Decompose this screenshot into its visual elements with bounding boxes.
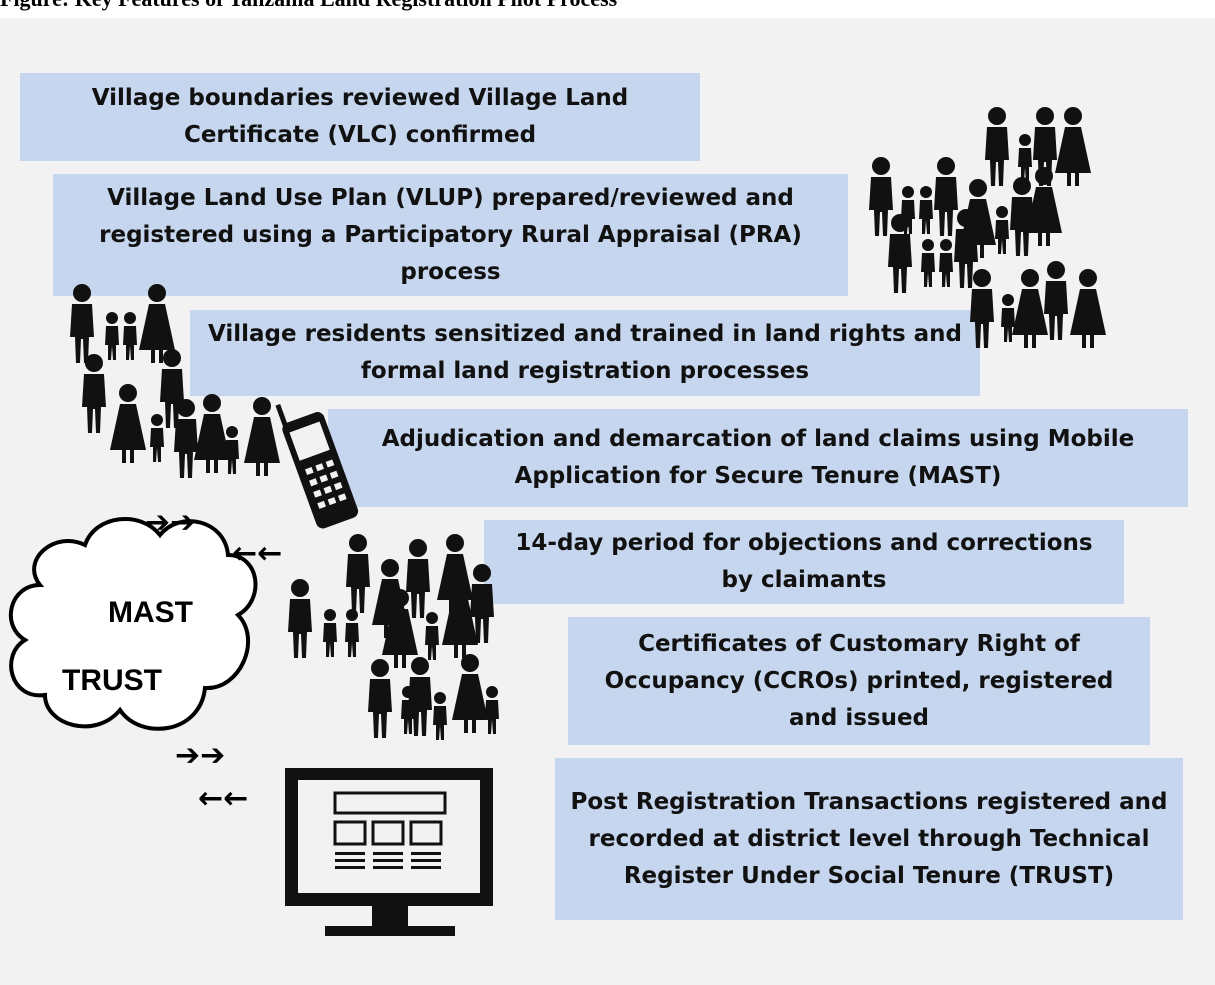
step-ccros-issued: Certificates of Customary Right of Occupa… (568, 617, 1150, 745)
step-line: Application for Secure Tenure (MAST) (514, 463, 1002, 489)
step-line: process (400, 258, 501, 285)
step-line: Certificate (VLC) confirmed (183, 122, 537, 148)
step-line: formal land registration processes (360, 358, 810, 384)
mobile-phone-icon (275, 403, 359, 529)
step-residents-trained: Village residents sensitized and trained… (190, 310, 980, 396)
arrow-icon: ←← (198, 781, 248, 816)
step-line: Register Under Social Tenure (TRUST) (623, 862, 1115, 889)
step-village-land-use-plan: Village Land Use Plan (VLUP) prepared/re… (53, 174, 848, 296)
people-group-icon (70, 284, 280, 478)
arrow-icon: ➔➔ (145, 505, 195, 540)
figure-heading: Figure: Key Features of Tanzania Land Re… (0, 0, 1215, 14)
step-village-boundaries: Village boundaries reviewed Village Land… (20, 73, 700, 161)
people-group-icon (288, 534, 499, 740)
arrow-icon: ←← (232, 536, 282, 571)
computer-monitor-icon (285, 768, 493, 936)
step-line: Post Registration Transactions registere… (570, 788, 1168, 815)
step-line: Village residents sensitized and trained… (207, 321, 963, 347)
step-line: Village Land Use Plan (VLUP) prepared/re… (107, 184, 794, 211)
arrow-icon: ➔➔ (175, 738, 225, 773)
step-adjudication-mast: Adjudication and demarcation of land cla… (328, 409, 1188, 507)
step-line: by claimants (721, 567, 887, 593)
step-line: and issued (788, 704, 930, 731)
step-post-registration-trust: Post Registration Transactions registere… (555, 758, 1183, 920)
step-line: 14-day period for objections and correct… (515, 530, 1093, 556)
step-line: registered using a Participatory Rural A… (99, 221, 802, 248)
cloud-label-mast: MAST (108, 596, 193, 629)
step-line: recorded at district level through Techn… (588, 825, 1150, 852)
step-line: Occupancy (CCROs) printed, registered (604, 667, 1114, 694)
cloud-label-trust: TRUST (62, 664, 162, 697)
step-line: Village boundaries reviewed Village Land (91, 85, 629, 111)
cloud-icon (8, 517, 258, 731)
step-objection-period: 14-day period for objections and correct… (484, 520, 1124, 604)
step-line: Adjudication and demarcation of land cla… (381, 426, 1135, 452)
step-line: Certificates of Customary Right of (638, 630, 1080, 657)
people-group-icon (869, 107, 1106, 348)
